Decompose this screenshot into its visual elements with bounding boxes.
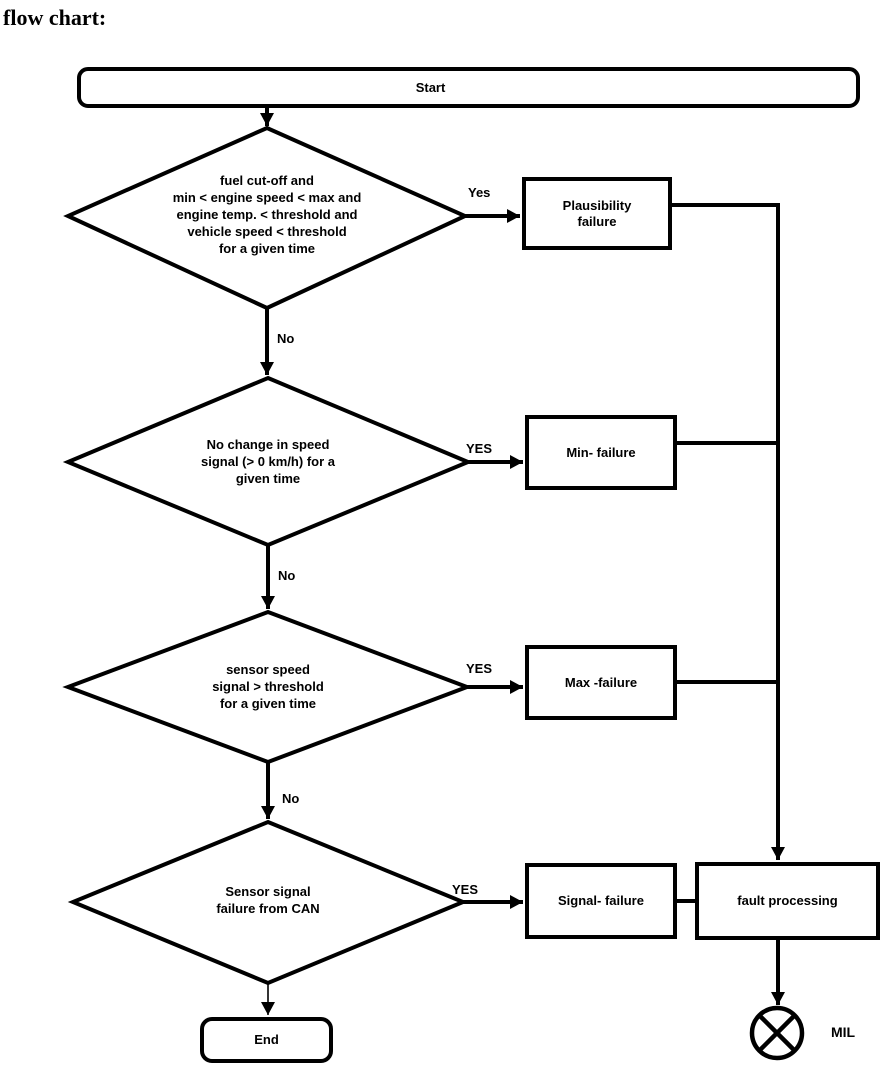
fault-processing-label: fault processing [737, 893, 838, 908]
decision-plausibility-text: fuel cut-off and min < engine speed < ma… [172, 173, 362, 256]
edge-label-no-3: No [282, 791, 300, 806]
start-node-label: Start [415, 79, 446, 95]
edge-label-yes-4: YES [452, 882, 479, 897]
decision-over-threshold-text: sensor speed signal > threshold for a gi… [212, 662, 324, 711]
edge-label-yes-3: YES [466, 661, 493, 676]
start-node: Start [77, 67, 860, 108]
min-failure-label: Min- failure [566, 444, 636, 460]
min-failure-node: Min- failure [525, 415, 677, 490]
decision-plausibility-shape [63, 125, 470, 311]
edge-label-no-1: No [277, 331, 295, 346]
edge-label-yes-2: YES [466, 441, 493, 456]
mil-lamp-icon [749, 1005, 805, 1061]
decision-can-signal-text: Sensor signal failure from CAN [216, 884, 320, 916]
max-failure-node: Max -failure [525, 645, 677, 720]
signal-failure-node: Signal- failure [525, 863, 677, 939]
edge-label-no-2: No [278, 568, 296, 583]
plausibility-failure-node: Plausibility failure [522, 177, 672, 250]
signal-failure-label: Signal- failure [558, 893, 644, 908]
edge-label-yes-1: Yes [468, 185, 491, 200]
mil-label: MIL [831, 1024, 856, 1040]
decision-over-threshold-shape [62, 609, 473, 765]
fault-processing-node: fault processing [695, 862, 880, 940]
end-node-label: End [254, 1032, 279, 1047]
page-title: flow chart: [3, 5, 107, 30]
plausibility-failure-label: Plausibility failure [562, 197, 632, 229]
max-failure-label: Max -failure [564, 674, 638, 690]
end-node: End [200, 1017, 333, 1063]
decision-can-signal-shape [67, 819, 469, 986]
decision-no-change-text: No change in speed signal (> 0 km/h) for… [200, 437, 335, 486]
decision-no-change-shape [62, 375, 474, 548]
connector-trunk-to-fault-processing [672, 203, 785, 860]
